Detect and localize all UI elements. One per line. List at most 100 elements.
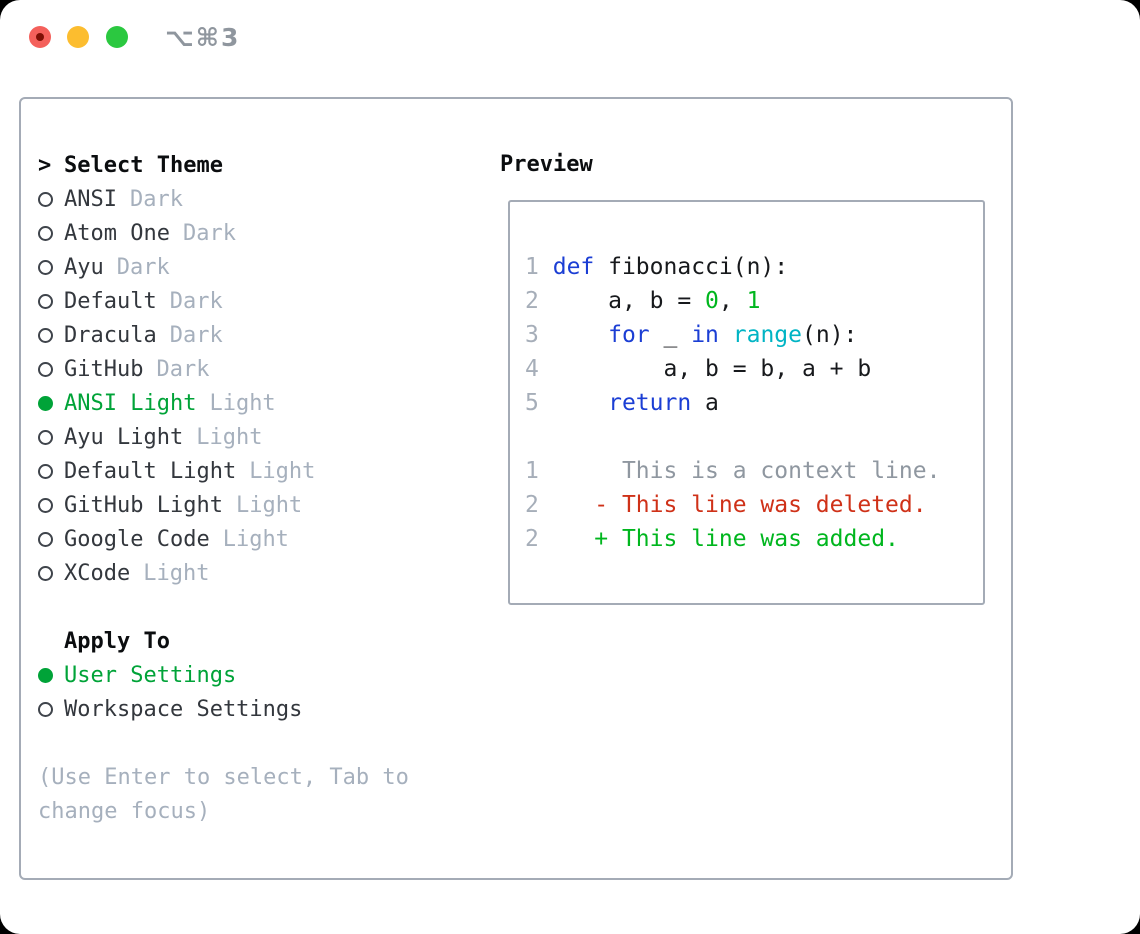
radio-icon xyxy=(38,497,53,513)
hint-line-2: change focus) xyxy=(38,794,478,828)
theme-item-ansi-light[interactable]: ANSI Light Light xyxy=(38,386,478,420)
theme-item-marker xyxy=(38,565,64,581)
theme-item-marker xyxy=(38,225,64,241)
code-token-fg: fibonacci(n): xyxy=(594,254,789,280)
diff-text-context: This is a context line. xyxy=(594,458,941,484)
theme-item-variant-tag: Dark xyxy=(169,288,223,314)
preview-title: Preview xyxy=(500,152,593,177)
preview-code-line: 2 a, b = 0, 1 xyxy=(525,284,983,318)
code-token-kw: return xyxy=(608,390,692,416)
apply-to-header-row: Apply To xyxy=(38,624,478,658)
hint-text: (Use Enter to select, Tab to xyxy=(38,764,409,790)
theme-item-default-light[interactable]: Default Light Light xyxy=(38,454,478,488)
theme-item-marker xyxy=(38,293,64,309)
theme-item-label: XCode xyxy=(64,560,131,586)
theme-item-github-light[interactable]: GitHub Light Light xyxy=(38,488,478,522)
theme-item-variant-tag: Light xyxy=(209,390,276,416)
preview-diff-line-added: 2 + This line was added. xyxy=(525,522,983,556)
theme-item-variant-tag: Light xyxy=(249,458,316,484)
theme-item-label: Ayu Light xyxy=(64,424,184,450)
theme-item-marker xyxy=(38,463,64,479)
preview-code-line: 3 for _ in range(n): xyxy=(525,318,983,352)
apply-option-workspace-settings[interactable]: Workspace Settings xyxy=(38,692,478,726)
minimize-button[interactable] xyxy=(67,26,89,48)
close-button-dot-icon xyxy=(36,33,44,41)
titlebar: ⌥⌘3 xyxy=(0,0,1140,74)
theme-item-marker xyxy=(38,327,64,343)
code-token-fg: , xyxy=(718,288,747,314)
spacer-row xyxy=(38,590,478,624)
zoom-button[interactable] xyxy=(106,26,128,48)
window-shortcut-label: ⌥⌘3 xyxy=(165,23,241,52)
theme-item-label: Google Code xyxy=(64,526,210,552)
theme-item-ayu[interactable]: Ayu Dark xyxy=(38,250,478,284)
theme-item-marker xyxy=(38,429,64,445)
code-token-builtin: range xyxy=(732,322,803,348)
radio-icon xyxy=(38,429,53,445)
preview-code-line: 4 a, b = b, a + b xyxy=(525,352,983,386)
apply-option-label: Workspace Settings xyxy=(64,696,303,722)
radio-icon xyxy=(38,191,53,207)
line-number: 2 xyxy=(525,288,539,314)
selected-radio-icon xyxy=(38,395,53,411)
diff-text-added: + This line was added. xyxy=(594,526,899,552)
theme-item-variant-tag: Dark xyxy=(116,254,170,280)
radio-icon xyxy=(38,565,53,581)
theme-item-marker xyxy=(38,259,64,275)
preview-diff-line-context: 1 This is a context line. xyxy=(525,454,983,488)
apply-option-user-settings[interactable]: User Settings xyxy=(38,658,478,692)
theme-item-variant-tag: Dark xyxy=(129,186,183,212)
line-number: 2 xyxy=(525,526,539,552)
theme-item-marker xyxy=(38,497,64,513)
theme-item-github[interactable]: GitHub Dark xyxy=(38,352,478,386)
apply-option-marker xyxy=(38,701,64,717)
theme-item-variant-tag: Light xyxy=(196,424,263,450)
radio-icon xyxy=(38,293,53,309)
prompt-icon: > xyxy=(38,152,52,178)
theme-item-label: GitHub Light xyxy=(64,492,223,518)
radio-icon xyxy=(38,259,53,275)
code-token-fg xyxy=(719,322,733,348)
code-token-fg: _ xyxy=(649,322,692,348)
preview-code-line: 5 return a xyxy=(525,386,983,420)
theme-item-label: Ayu xyxy=(64,254,104,280)
preview-spacer-line xyxy=(525,420,983,454)
close-button[interactable] xyxy=(29,26,51,48)
theme-item-ayu-light[interactable]: Ayu Light Light xyxy=(38,420,478,454)
line-number: 2 xyxy=(525,492,539,518)
theme-item-marker xyxy=(38,395,64,411)
line-number: 5 xyxy=(525,390,539,416)
radio-icon xyxy=(38,361,53,377)
preview-diff-line-deleted: 2 - This line was deleted. xyxy=(525,488,983,522)
diff-text-deleted: - This line was deleted. xyxy=(594,492,927,518)
selected-radio-icon xyxy=(38,667,53,683)
theme-item-label: GitHub xyxy=(64,356,144,382)
code-token-fg: a, b = xyxy=(552,288,706,314)
code-token-fg: a xyxy=(691,390,719,416)
theme-list-header-row: >Select Theme xyxy=(38,148,478,182)
theme-item-variant-tag: Light xyxy=(235,492,303,518)
line-number: 1 xyxy=(525,254,539,280)
line-number: 1 xyxy=(525,458,539,484)
theme-item-label: ANSI Light xyxy=(64,390,197,416)
code-token-fg: a, b = b, a + b xyxy=(552,356,872,382)
radio-icon xyxy=(38,463,53,479)
theme-item-marker xyxy=(38,191,64,207)
code-token-fg xyxy=(553,322,608,348)
theme-item-marker xyxy=(38,531,64,547)
line-number: 4 xyxy=(525,356,539,382)
theme-item-label: Default Light xyxy=(64,458,237,484)
theme-item-variant-tag: Dark xyxy=(156,356,210,382)
spacer-row xyxy=(38,726,478,760)
code-token-kw: in xyxy=(691,322,719,348)
